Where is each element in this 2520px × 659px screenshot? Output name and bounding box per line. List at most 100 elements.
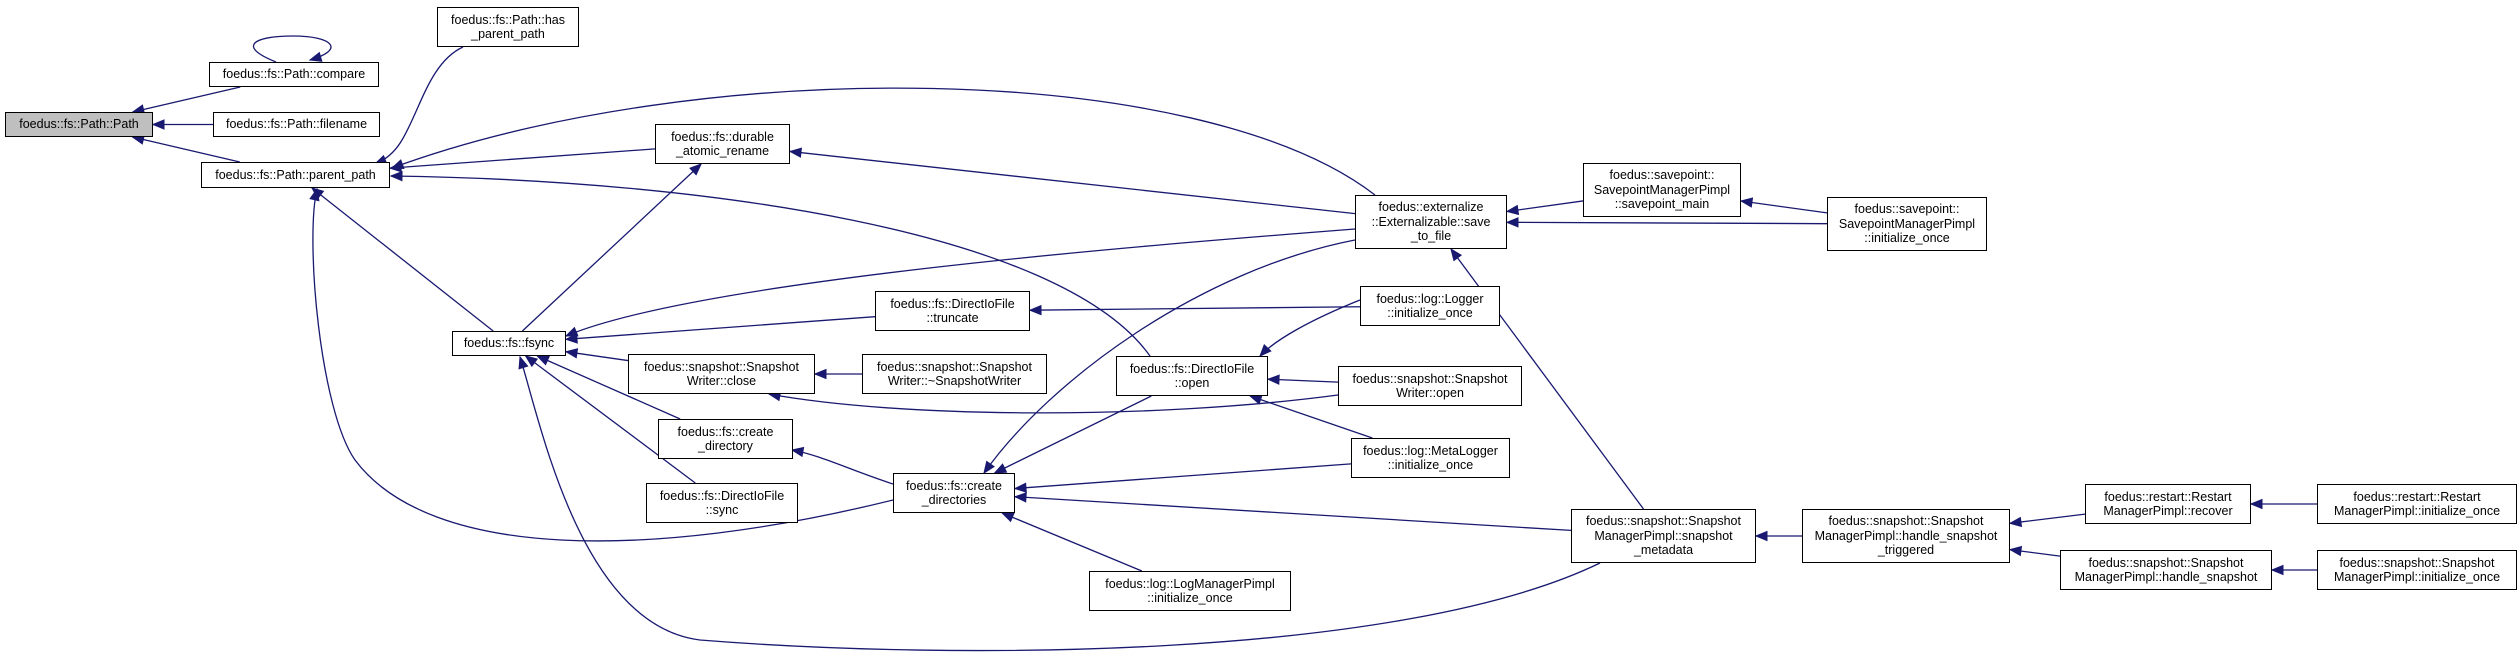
edge-arrowhead-dio-open-to-parent-path	[389, 170, 403, 182]
edge-restart-recover-to-handle-triggered	[2009, 513, 2086, 524]
node-label-line: _to_file	[1410, 229, 1452, 244]
edge-arrowhead-filename-to-path	[151, 119, 165, 130]
edge-dio-open-to-create-directories	[994, 395, 1152, 474]
node-label-line: foedus::externalize	[1378, 200, 1484, 215]
node-label-line: foedus::snapshot::Snapshot	[1586, 514, 1741, 529]
node-metalogger-initialize-once[interactable]: foedus::log::MetaLogger ::initialize_onc…	[1351, 438, 1510, 478]
edge-arrowhead-logger-init-to-dio-open	[1259, 344, 1272, 357]
edge-sw-open-to-sw-close	[768, 393, 1339, 414]
edge-ext-save-to-parent-path	[391, 87, 1376, 196]
edge-arrowhead-ext-save-to-create-directories	[983, 460, 995, 475]
node-label-line: foedus::fs::DirectIoFile	[1129, 361, 1255, 376]
edge-savepoint-init-to-ext-save	[1506, 221, 1828, 225]
edge-arrowhead-create-directories-to-parent-path	[309, 187, 320, 202]
node-fsync[interactable]: foedus::fs::fsync	[452, 331, 566, 356]
node-label-line: _directories	[921, 493, 987, 507]
node-label-line: ManagerPimpl::initialize_once	[2333, 504, 2501, 518]
node-label-line: _metadata	[1633, 543, 1694, 558]
node-label-line: ::Externalizable::save	[1371, 214, 1491, 229]
node-path-compare[interactable]: foedus::fs::Path::compare	[209, 62, 379, 87]
node-label-line: _directory	[698, 439, 753, 453]
node-snapshotwriter-close[interactable]: foedus::snapshot::Snapshot Writer::close	[628, 354, 815, 394]
edge-ext-save-to-durable-rename	[789, 150, 1356, 215]
node-restart-recover[interactable]: foedus::restart::Restart ManagerPimpl::r…	[2085, 484, 2251, 524]
edge-arrowhead-snapshot-metadata-to-create-directories	[1013, 492, 1027, 503]
node-externalizable-save-to-file[interactable]: foedus::externalize ::Externalizable::sa…	[1355, 195, 1507, 249]
node-label-line: foedus::fs::Path::compare	[222, 67, 366, 82]
node-label-line: foedus::fs::Path::Path	[19, 117, 139, 132]
node-create-directories[interactable]: foedus::fs::create _directories	[893, 473, 1015, 513]
node-savepoint-main[interactable]: foedus::savepoint:: SavepointManagerPimp…	[1583, 163, 1741, 217]
edge-compare-to-compare	[252, 35, 332, 63]
node-label-line: SavepointManagerPimpl	[1593, 182, 1731, 197]
node-savepoint-initialize-once[interactable]: foedus::savepoint:: SavepointManagerPimp…	[1827, 197, 1987, 251]
node-label-line: ::initialize_once	[1387, 458, 1474, 472]
edge-arrowhead-metalogger-init-to-dio-open	[1248, 394, 1263, 405]
node-label-line: ManagerPimpl::initialize_once	[2333, 570, 2501, 584]
edge-snapshot-metadata-to-create-directories	[1014, 496, 1572, 532]
edge-sw-open-to-dio-open	[1267, 378, 1339, 383]
node-directiofile-open[interactable]: foedus::fs::DirectIoFile ::open	[1116, 356, 1268, 396]
node-label-line: foedus::fs::Path::filename	[225, 117, 368, 132]
node-directiofile-sync[interactable]: foedus::fs::DirectIoFile ::sync	[646, 483, 798, 523]
node-label-line: foedus::snapshot::Snapshot	[877, 359, 1032, 374]
node-label-line: foedus::snapshot::Snapshot	[1352, 371, 1508, 386]
node-handle-snapshot-triggered[interactable]: foedus::snapshot::Snapshot ManagerPimpl:…	[1802, 509, 2010, 563]
edge-arrowhead-ext-save-to-durable-rename	[788, 147, 803, 158]
node-path-parent-path[interactable]: foedus::fs::Path::parent_path	[201, 162, 390, 188]
edge-arrowhead-snapshotmgr-init-to-handle-snapshot	[2270, 564, 2284, 576]
node-label-line: ManagerPimpl::handle_snapshot	[1814, 528, 1998, 543]
node-label-line: foedus::snapshot::Snapshot	[2339, 555, 2495, 570]
node-label-line: foedus::savepoint::	[1609, 168, 1715, 183]
edge-ext-save-to-create-directories	[983, 239, 1356, 474]
edge-ext-save-to-fsync	[565, 228, 1356, 337]
node-snapshotmanager-initialize-once[interactable]: foedus::snapshot::Snapshot ManagerPimpl:…	[2317, 550, 2517, 590]
edge-arrowhead-handle-triggered-to-snapshot-metadata	[1754, 530, 1768, 542]
node-label-line: _atomic_rename	[675, 144, 770, 158]
node-label-line: Writer::close	[686, 374, 757, 388]
node-handle-snapshot[interactable]: foedus::snapshot::Snapshot ManagerPimpl:…	[2060, 550, 2272, 590]
edge-create-directories-to-parent-path	[312, 188, 894, 542]
edge-fsync-to-durable-rename	[521, 163, 702, 332]
node-snapshotwriter-open[interactable]: foedus::snapshot::Snapshot Writer::open	[1338, 366, 1522, 406]
node-directiofile-truncate[interactable]: foedus::fs::DirectIoFile ::truncate	[875, 291, 1030, 331]
edge-arrowhead-savepoint-init-to-savepoint-main	[1739, 197, 1754, 208]
node-label-line: SavepointManagerPimpl	[1838, 216, 1976, 231]
edge-has-parent-path-to-parent-path	[374, 46, 464, 165]
node-label-line: foedus::fs::Path::has	[451, 12, 565, 27]
node-label-line: foedus::fs::fsync	[463, 336, 555, 351]
edge-arrowhead-logmgr-init-to-create-directories	[1000, 512, 1015, 523]
node-label-line: foedus::restart::Restart	[2104, 489, 2232, 504]
node-logger-initialize-once[interactable]: foedus::log::Logger ::initialize_once	[1360, 286, 1500, 326]
edge-arrowhead-savepoint-init-to-ext-save	[1505, 217, 1519, 228]
node-label-line: foedus::log::LogManagerPimpl	[1105, 576, 1275, 591]
edge-arrowhead-create-directory-to-fsync	[536, 355, 550, 366]
edge-arrowhead-sw-close-to-fsync	[564, 348, 579, 359]
edge-logger-init-to-truncate	[1029, 306, 1361, 311]
edge-parent-path-to-path	[132, 136, 240, 163]
node-label-line: foedus::log::MetaLogger	[1363, 443, 1498, 458]
node-restart-initialize-once[interactable]: foedus::restart::Restart ManagerPimpl::i…	[2317, 484, 2517, 524]
node-snapshotwriter-destructor[interactable]: foedus::snapshot::Snapshot Writer::~Snap…	[862, 354, 1047, 394]
node-path-filename[interactable]: foedus::fs::Path::filename	[213, 112, 380, 137]
node-create-directory[interactable]: foedus::fs::create _directory	[658, 419, 793, 459]
edge-snapshot-metadata-to-fsync	[519, 356, 1601, 652]
node-path-path: foedus::fs::Path::Path	[5, 112, 153, 137]
node-label-line: _parent_path	[471, 27, 545, 41]
edge-savepoint-init-to-savepoint-main	[1740, 200, 1828, 214]
edge-metalogger-init-to-create-directories	[1014, 463, 1352, 490]
node-label-line: _triggered	[1877, 543, 1935, 558]
node-durable-atomic-rename[interactable]: foedus::fs::durable _atomic_rename	[655, 124, 790, 164]
node-label-line: foedus::fs::create	[677, 424, 774, 439]
node-snapshot-metadata[interactable]: foedus::snapshot::Snapshot ManagerPimpl:…	[1571, 509, 1756, 563]
node-label-line: foedus::fs::create	[906, 478, 1002, 493]
edge-arrowhead-sw-open-to-dio-open	[1266, 374, 1280, 385]
node-label-line: foedus::snapshot::Snapshot	[1828, 514, 1984, 529]
node-label-line: ManagerPimpl::snapshot	[1594, 528, 1733, 543]
node-logmanagerpimpl-initialize-once[interactable]: foedus::log::LogManagerPimpl ::initializ…	[1089, 571, 1291, 611]
node-path-has-parent-path[interactable]: foedus::fs::Path::has _parent_path	[437, 7, 579, 47]
node-label-line: ::savepoint_main	[1614, 197, 1710, 212]
edge-arrowhead-dio-open-to-create-directories	[993, 463, 1008, 474]
node-label-line: ::initialize_once	[1147, 591, 1233, 605]
